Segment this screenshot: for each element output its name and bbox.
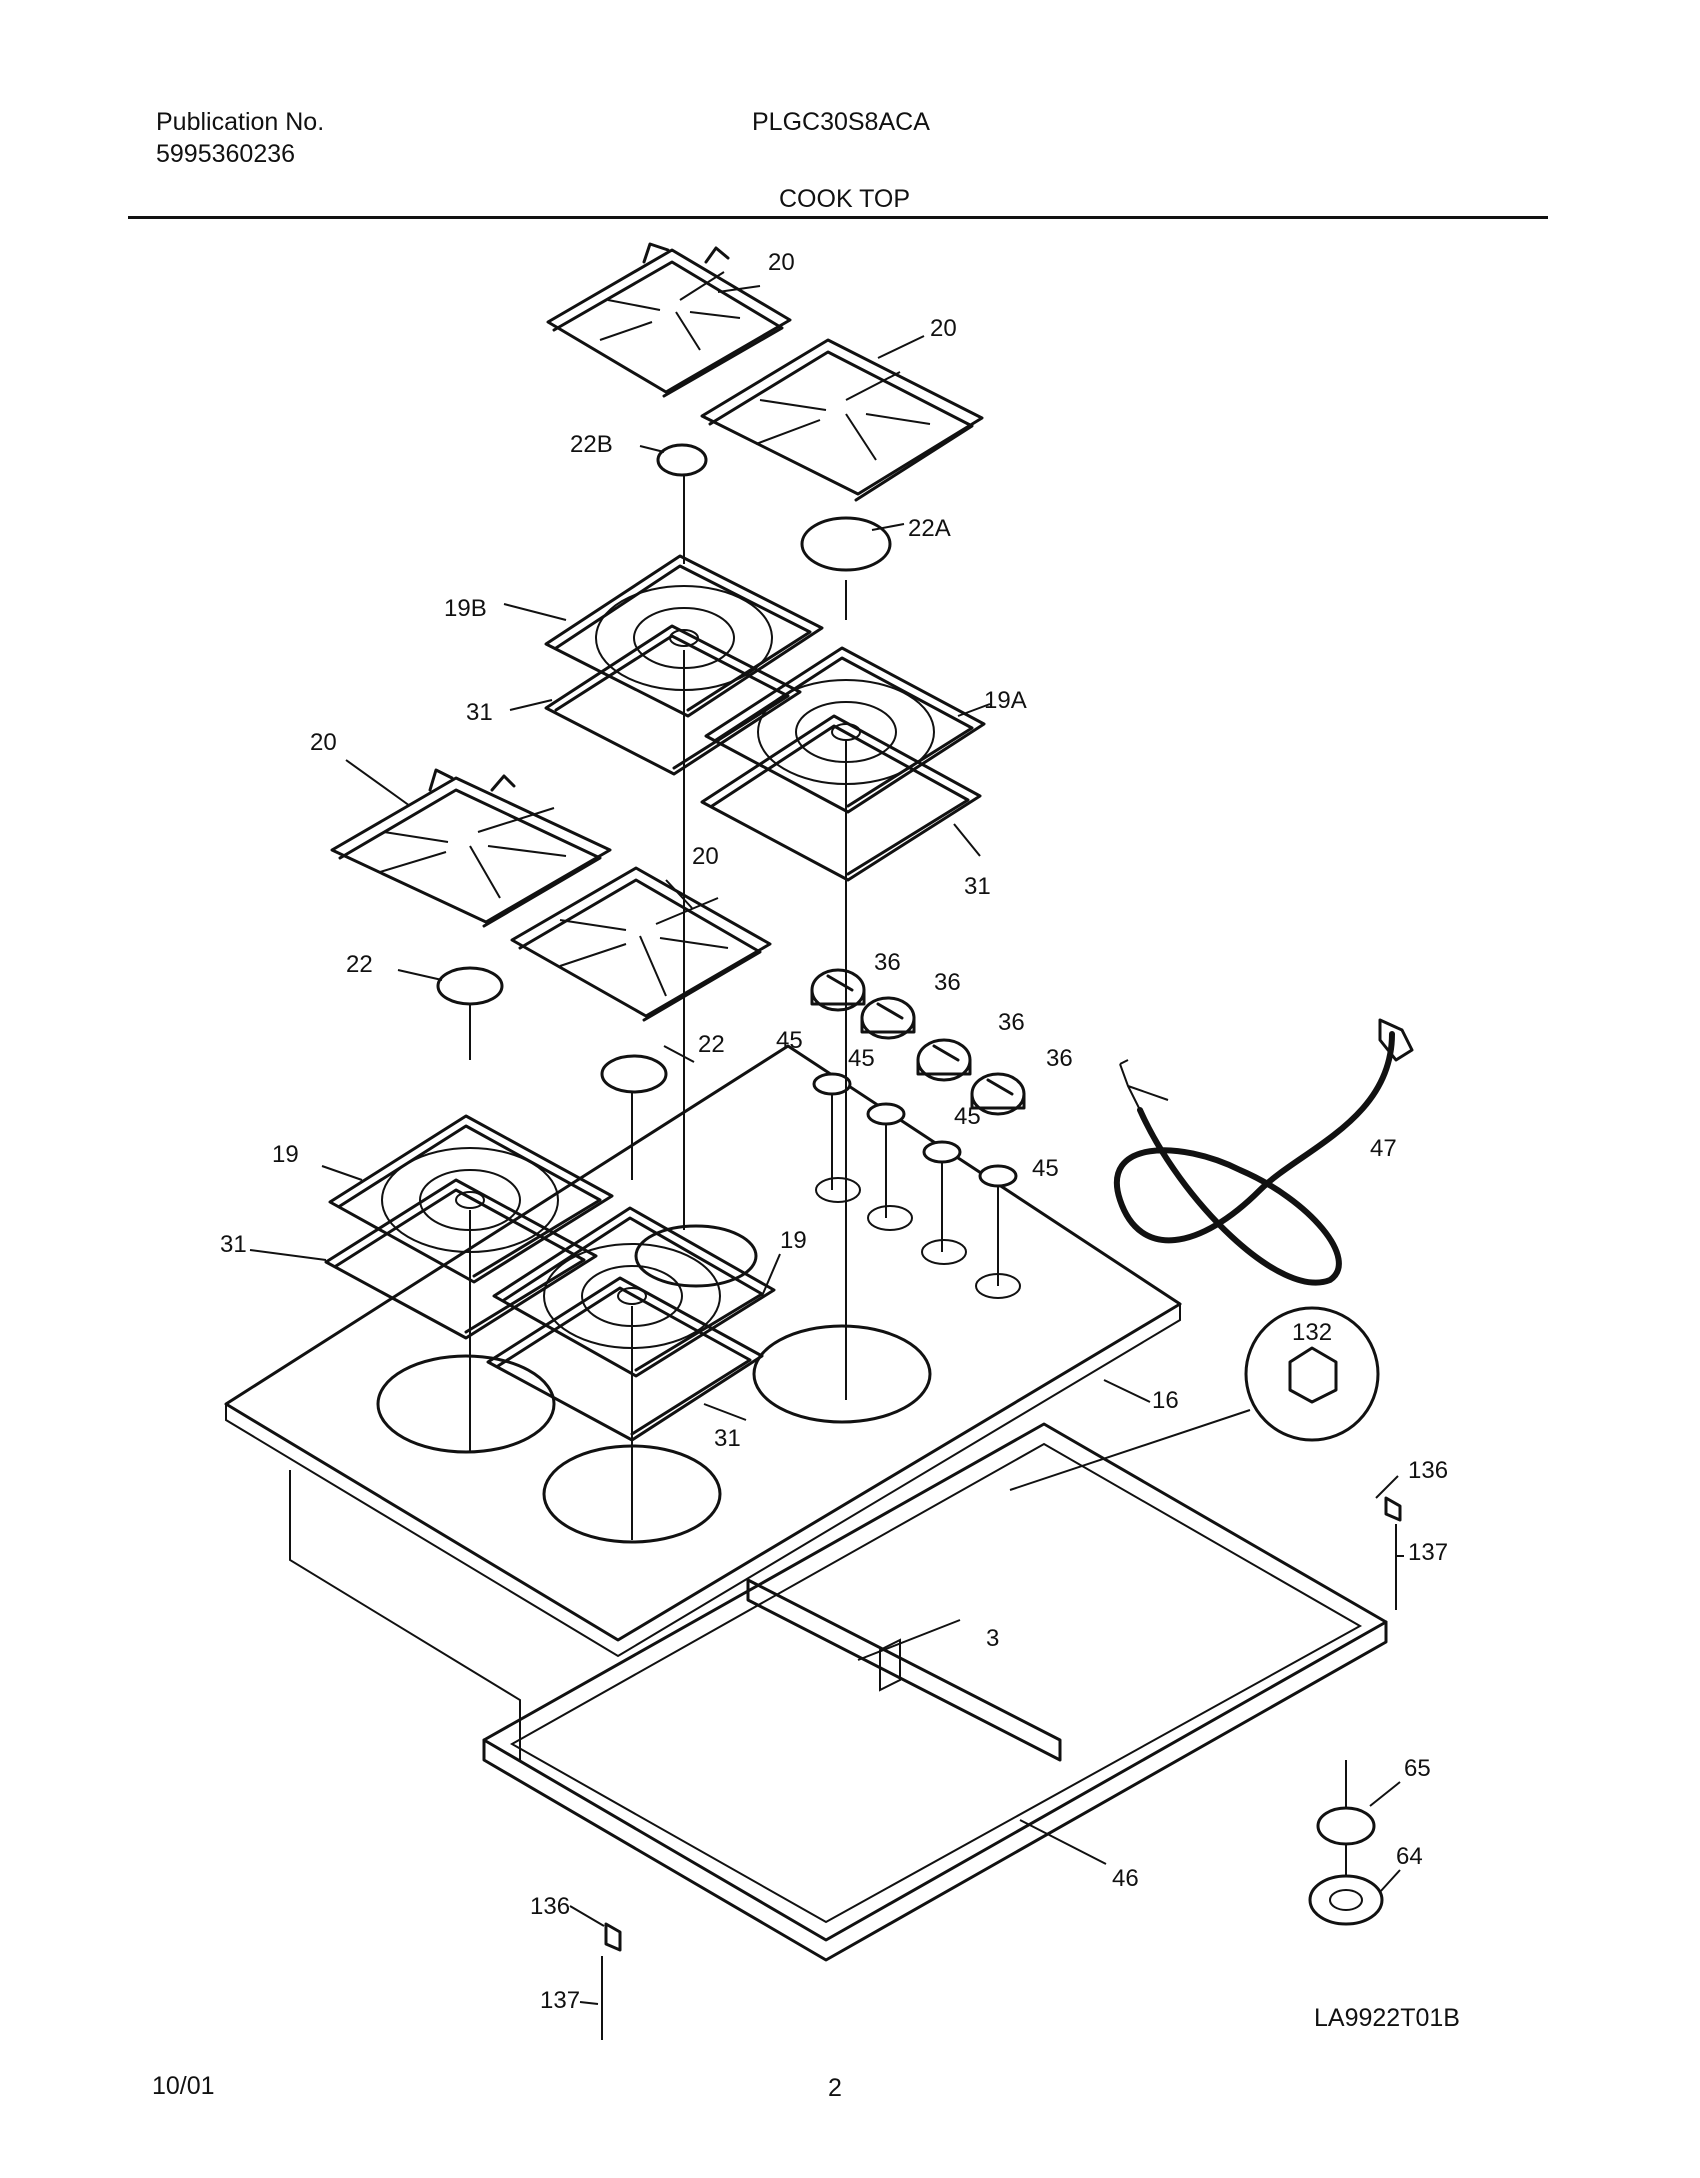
callout-136-left: 136	[530, 1893, 570, 1920]
callout-31-mid: 31	[714, 1425, 741, 1452]
callout-47: 47	[1370, 1135, 1397, 1162]
grate-middle-left	[330, 768, 612, 928]
callout-20-grate-top-right: 20	[930, 315, 957, 342]
callout-22-left: 22	[346, 951, 373, 978]
grate-middle-right	[510, 866, 772, 1022]
burner-cap-22a	[800, 516, 892, 572]
callout-31-left: 31	[220, 1231, 247, 1258]
callout-36-a: 36	[874, 949, 901, 976]
burner-cap-22b	[656, 443, 708, 477]
callout-45-d: 45	[1032, 1155, 1059, 1182]
knob-36-b	[860, 996, 916, 1040]
grommet-65	[1316, 1806, 1376, 1846]
callout-45-a: 45	[776, 1027, 803, 1054]
section-title: COOK TOP	[779, 185, 911, 213]
callout-22-mid: 22	[698, 1031, 725, 1058]
callout-19a: 19A	[984, 687, 1027, 714]
callout-64: 64	[1396, 1843, 1423, 1870]
callout-137-right: 137	[1408, 1539, 1448, 1566]
callout-46: 46	[1112, 1865, 1139, 1892]
callout-19-left: 19	[272, 1141, 299, 1168]
publication-label: Publication No.	[156, 108, 325, 136]
callout-45-b: 45	[848, 1045, 875, 1072]
bracket-136-left	[604, 1922, 622, 1952]
callout-45-c: 45	[954, 1103, 981, 1130]
grate-top-right	[700, 338, 984, 502]
plate-64	[1308, 1874, 1384, 1926]
ignitor-detail-132	[1009, 1306, 1380, 1491]
callout-3: 3	[986, 1625, 999, 1652]
bezel-45-c	[922, 1140, 962, 1164]
model-number: PLGC30S8ACA	[752, 108, 930, 136]
callout-22b: 22B	[570, 431, 613, 458]
callout-22a: 22A	[908, 515, 951, 542]
callout-132: 132	[1292, 1319, 1332, 1346]
knob-36-d	[970, 1072, 1026, 1116]
bezel-45-a	[812, 1072, 852, 1096]
bezel-45-b	[866, 1102, 906, 1126]
grate-top-left	[546, 242, 792, 398]
header-rule	[128, 216, 1548, 219]
callout-16: 16	[1152, 1387, 1179, 1414]
bracket-136-right	[1384, 1496, 1402, 1522]
seal-31-top-right	[700, 714, 982, 882]
knob-36-a	[810, 968, 866, 1012]
cooktop-main-top	[224, 1044, 1182, 1658]
footer-date: 10/01	[152, 2072, 215, 2100]
burner-cap-22-mid	[600, 1054, 668, 1094]
callout-65: 65	[1404, 1755, 1431, 1782]
publication-number: 5995360236	[156, 140, 296, 168]
page-number: 2	[828, 2074, 842, 2102]
callout-19b: 19B	[444, 595, 487, 622]
bracket-3	[746, 1578, 1062, 1762]
burner-cap-22-left	[436, 966, 504, 1006]
knob-36-c	[916, 1038, 972, 1082]
callout-19-mid: 19	[780, 1227, 807, 1254]
callout-136-right: 136	[1408, 1457, 1448, 1484]
callout-137-left: 137	[540, 1987, 580, 2014]
power-cord-47	[1114, 1018, 1414, 1286]
callout-31-top-left: 31	[466, 699, 493, 726]
callout-20-grate-middle-right: 20	[692, 843, 719, 870]
drawing-code: LA9922T01B	[1314, 2004, 1460, 2032]
callout-36-c: 36	[998, 1009, 1025, 1036]
bezel-45-d	[978, 1164, 1018, 1188]
burner-box-46	[482, 1422, 1388, 1962]
seal-31-left	[324, 1178, 598, 1340]
callout-36-b: 36	[934, 969, 961, 996]
callout-20-grate-top-left: 20	[768, 249, 795, 276]
callout-31-top-right: 31	[964, 873, 991, 900]
callout-36-d: 36	[1046, 1045, 1073, 1072]
callout-20-grate-middle-left: 20	[310, 729, 337, 756]
